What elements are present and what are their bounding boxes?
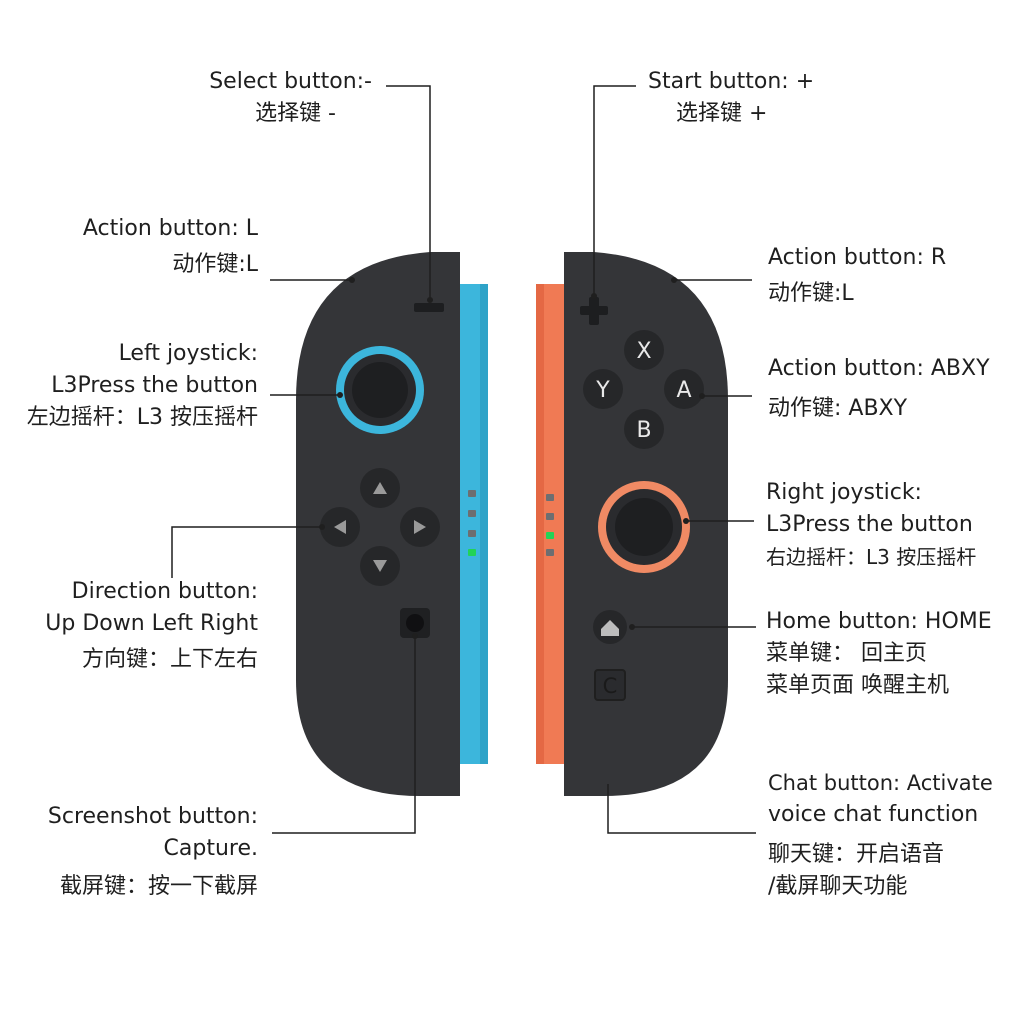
label-home-en: Home button: HOME bbox=[766, 609, 992, 634]
abxy-buttons: X Y A B bbox=[583, 330, 704, 449]
triangle-left-icon bbox=[334, 520, 346, 534]
label-screenshot-cn: 截屏键：按一下截屏 bbox=[59, 874, 258, 899]
label-chat-en1: Chat button: Activate bbox=[768, 771, 993, 795]
label-action-r-cn: 动作键:L bbox=[768, 281, 854, 306]
label-action-r-en: Action button: R bbox=[768, 245, 947, 270]
chat-button-label: C bbox=[603, 674, 618, 698]
label-abxy: Action button: ABXY 动作键: ABXY bbox=[768, 353, 990, 425]
right-joystick[interactable] bbox=[615, 498, 673, 556]
leader-direction bbox=[171, 526, 322, 578]
label-action-r: Action button: R 动作键:L bbox=[768, 242, 946, 310]
label-select-en: Select button:- bbox=[209, 69, 372, 94]
b-button-label: B bbox=[636, 418, 651, 443]
leader-chat bbox=[607, 784, 756, 834]
label-home: Home button: HOME 菜单键： 回主页 菜单页面 唤醒主机 bbox=[766, 606, 992, 702]
label-direction-en1: Direction button: bbox=[71, 579, 258, 604]
triangle-up-icon bbox=[373, 482, 387, 494]
a-button[interactable] bbox=[664, 369, 704, 409]
label-left-joystick-en1: Left joystick: bbox=[118, 341, 258, 366]
leader-screenshot bbox=[272, 636, 416, 834]
leader-select bbox=[386, 85, 431, 300]
triangle-down-icon bbox=[373, 560, 387, 572]
b-button[interactable] bbox=[624, 409, 664, 449]
chat-button[interactable] bbox=[594, 669, 626, 701]
y-button-label: Y bbox=[595, 378, 610, 403]
dpad bbox=[320, 468, 440, 586]
triangle-right-icon bbox=[414, 520, 426, 534]
left-leds bbox=[468, 490, 476, 556]
label-start-cn: 选择键 + bbox=[676, 101, 768, 126]
right-rail bbox=[536, 284, 572, 764]
label-screenshot: Screenshot button: Capture. 截屏键：按一下截屏 bbox=[48, 801, 258, 903]
minus-icon[interactable] bbox=[414, 303, 444, 312]
left-rail bbox=[452, 284, 488, 764]
right-joycon: X Y A B C bbox=[536, 252, 728, 796]
home-icon bbox=[601, 620, 619, 636]
label-action-l: Action button: L 动作键:L bbox=[83, 213, 258, 281]
label-right-joystick-cn: 右边摇杆：L3 按压摇杆 bbox=[766, 545, 977, 569]
label-home-cn2: 菜单页面 唤醒主机 bbox=[766, 673, 949, 698]
label-home-cn1: 菜单键： 回主页 bbox=[766, 641, 927, 666]
label-right-joystick-en1: Right joystick: bbox=[766, 480, 922, 505]
label-screenshot-en1: Screenshot button: bbox=[47, 804, 258, 829]
label-action-l-en: Action button: L bbox=[82, 216, 258, 241]
label-abxy-cn: 动作键: ABXY bbox=[768, 396, 908, 421]
label-direction: Direction button: Up Down Left Right 方向键… bbox=[45, 576, 258, 676]
label-action-l-cn: 动作键:L bbox=[172, 252, 258, 277]
label-direction-cn: 方向键：上下左右 bbox=[81, 647, 258, 672]
x-button[interactable] bbox=[624, 330, 664, 370]
label-chat-en2: voice chat function bbox=[768, 802, 979, 827]
a-button-label: A bbox=[676, 378, 691, 403]
label-select-cn: 选择键 - bbox=[255, 101, 336, 126]
right-leds bbox=[546, 494, 554, 556]
label-start: Start button: + 选择键 + bbox=[648, 66, 814, 130]
leader-lines bbox=[171, 85, 756, 834]
x-button-label: X bbox=[636, 339, 651, 364]
label-select: Select button:- 选择键 - bbox=[209, 66, 372, 130]
label-right-joystick: Right joystick: L3Press the button 右边摇杆：… bbox=[766, 477, 976, 573]
label-chat-cn2: /截屏聊天功能 bbox=[768, 874, 908, 899]
plus-icon[interactable] bbox=[580, 297, 608, 325]
leader-start bbox=[593, 85, 636, 296]
label-abxy-en: Action button: ABXY bbox=[768, 356, 990, 381]
label-right-joystick-en2: L3Press the button bbox=[766, 512, 973, 537]
label-left-joystick: Left joystick: L3Press the button 左边摇杆：L… bbox=[27, 338, 258, 434]
left-joycon bbox=[296, 252, 488, 796]
label-left-joystick-cn: 左边摇杆：L3 按压摇杆 bbox=[26, 405, 258, 430]
y-button[interactable] bbox=[583, 369, 623, 409]
label-chat: Chat button: Activate voice chat functio… bbox=[768, 767, 993, 903]
label-chat-cn1: 聊天键：开启语音 bbox=[768, 842, 945, 867]
label-direction-en2: Up Down Left Right bbox=[45, 611, 258, 636]
label-screenshot-en2: Capture. bbox=[163, 836, 258, 861]
label-left-joystick-en2: L3Press the button bbox=[51, 373, 258, 398]
label-start-en: Start button: + bbox=[648, 69, 815, 94]
leader-dots bbox=[319, 277, 705, 639]
left-joystick[interactable] bbox=[352, 362, 408, 418]
